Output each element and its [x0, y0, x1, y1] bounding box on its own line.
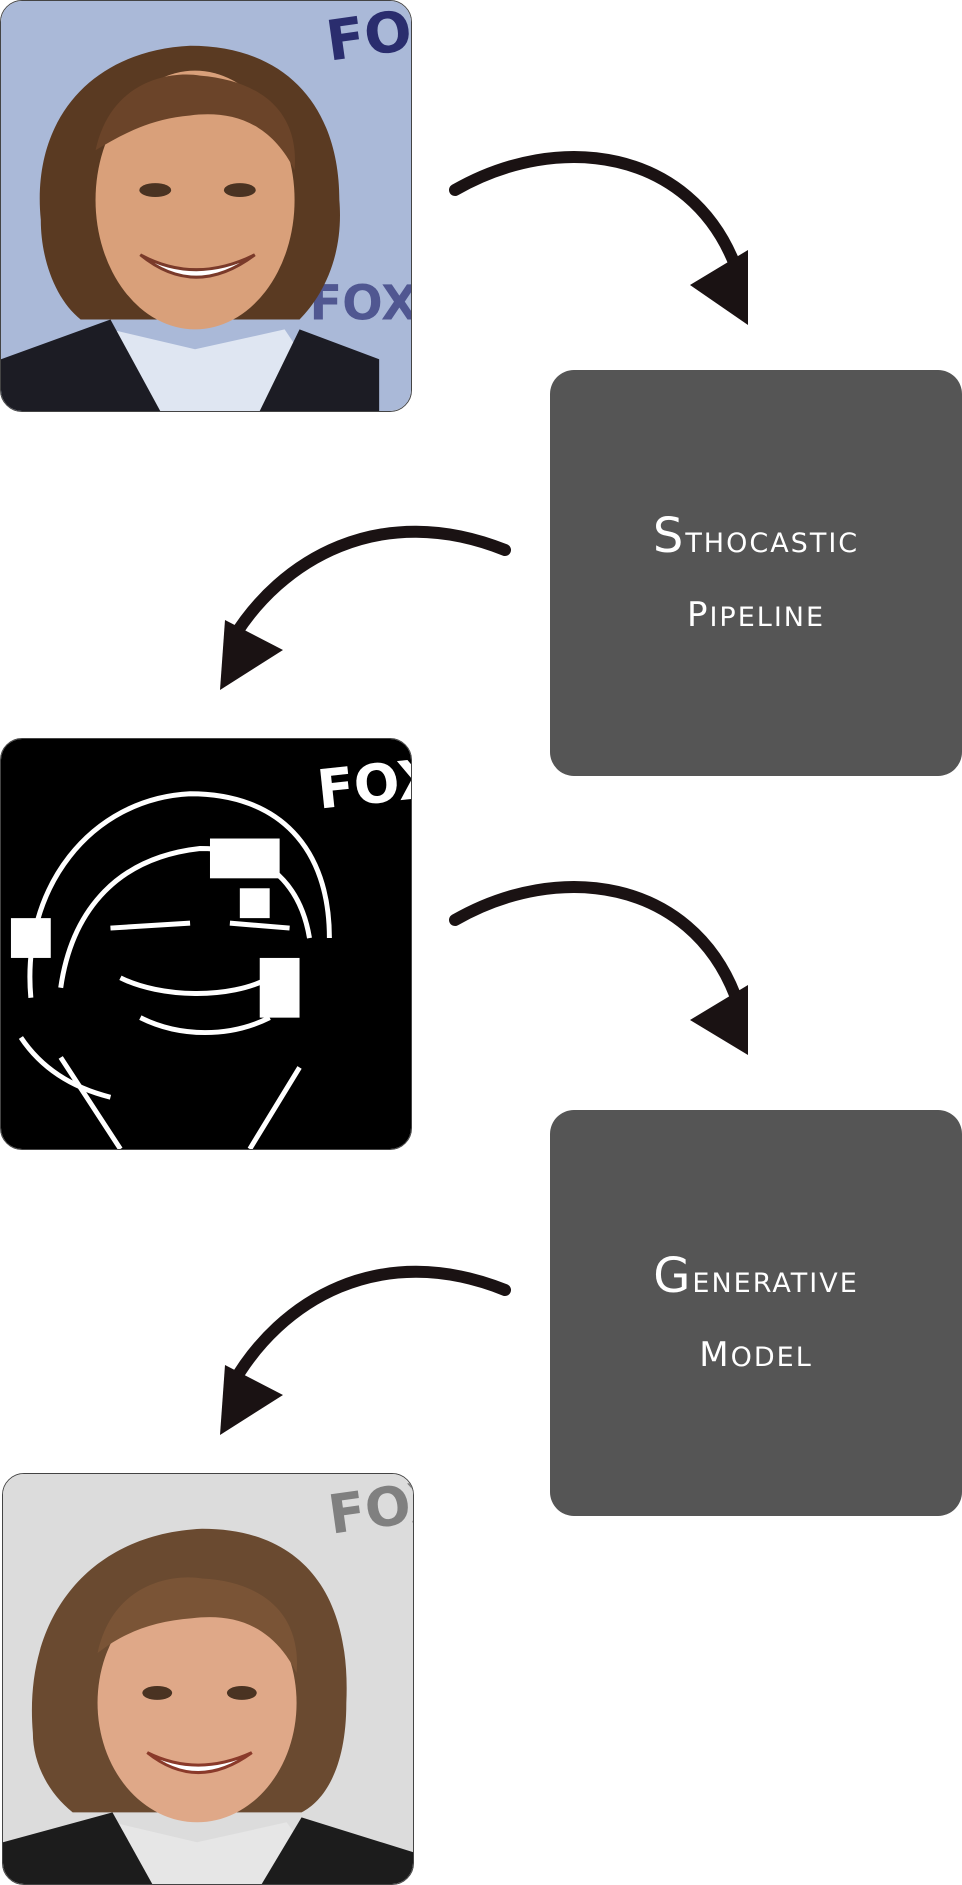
edge-map-illustration: FOX	[1, 739, 411, 1149]
arrow-2-head	[220, 620, 283, 690]
generated-face-image: FOX	[2, 1473, 414, 1885]
arrow-3-shaft	[449, 881, 741, 1001]
box-label-line-1: Sthocastic	[652, 507, 860, 564]
arrow-1-shaft	[449, 151, 741, 271]
arrow-3-head	[690, 985, 748, 1055]
background-logo: FOX	[322, 1, 411, 75]
edge-map-image: FOX	[0, 738, 412, 1150]
box-label-line-1: Generative	[653, 1247, 859, 1304]
background-logo-2: FOX	[309, 276, 411, 331]
arrow-1-head	[690, 250, 748, 325]
generated-face-illustration: FOX	[3, 1474, 413, 1884]
generative-model-box: Generative model	[550, 1110, 962, 1516]
arrow-4-head	[220, 1365, 283, 1435]
stochastic-pipeline-box: Sthocastic pipeline	[550, 370, 962, 776]
background-logo: FOX	[314, 746, 411, 821]
input-face-image: FOX FOX	[0, 0, 412, 412]
box-label-line-2: pipeline	[686, 582, 826, 638]
arrow-2-shaft	[226, 525, 511, 646]
arrow-4-shaft	[226, 1265, 511, 1391]
box-label-line-2: model	[699, 1322, 813, 1378]
input-face-illustration: FOX FOX	[1, 1, 411, 411]
background-logo: FOX	[324, 1474, 413, 1547]
